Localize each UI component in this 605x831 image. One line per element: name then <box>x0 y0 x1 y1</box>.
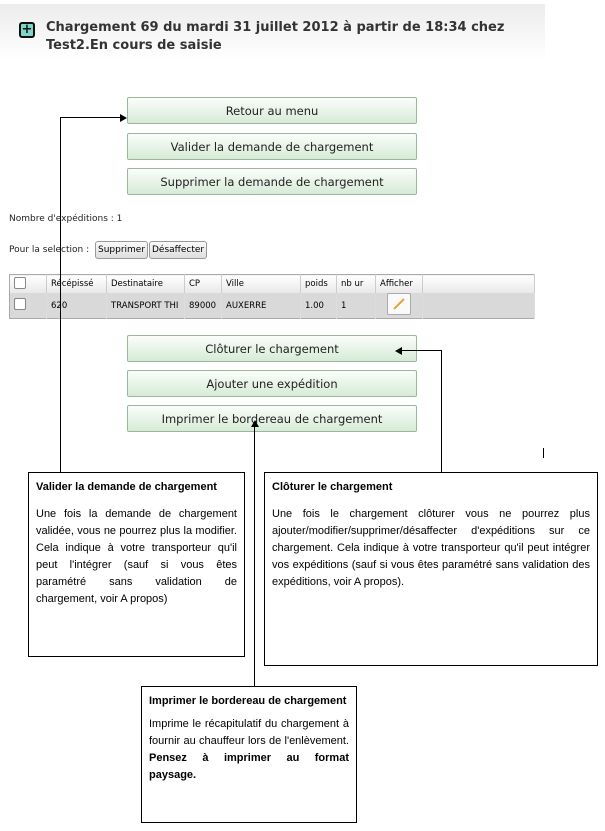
cell-ville: AUXERRE <box>221 293 301 319</box>
select-all-checkbox[interactable] <box>14 276 26 289</box>
print-slip-button[interactable]: Imprimer le bordereau de chargement <box>127 405 417 432</box>
arrow-right-icon <box>120 114 127 122</box>
callout-print: Imprimer le bordereau de chargement Impr… <box>141 686 357 823</box>
arrow-up-icon <box>251 420 259 427</box>
callout-title: Valider la demande de chargement <box>36 481 217 493</box>
expand-plus-icon[interactable]: + <box>19 22 35 38</box>
validate-request-button[interactable]: Valider la demande de chargement <box>127 133 417 160</box>
connector-line <box>402 350 442 351</box>
shipment-count: Nombre d'expéditions : 1 <box>9 214 123 224</box>
shipments-table: Récépissé Destinataire CP Ville poids nb… <box>9 274 535 319</box>
col-afficher[interactable]: Afficher <box>375 274 423 293</box>
callout-text: Une fois la demande de chargement validé… <box>36 508 237 605</box>
delete-selection-button[interactable]: Supprimer <box>95 241 149 259</box>
table-row[interactable]: 620 TRANSPORT THI 89000 AUXERRE 1.00 1 <box>9 293 535 319</box>
callout-bold-text: Pensez à imprimer au format paysage. <box>149 752 349 781</box>
page-header <box>0 4 545 60</box>
callout-title: Clôturer le chargement <box>272 481 393 493</box>
col-poids[interactable]: poids <box>300 274 337 293</box>
table-header-row: Récépissé Destinataire CP Ville poids nb… <box>9 274 535 293</box>
delete-request-button[interactable]: Supprimer la demande de chargement <box>127 168 417 195</box>
cell-recepisse: 620 <box>46 293 107 319</box>
col-cp[interactable]: CP <box>184 274 222 293</box>
callout-validate: Valider la demande de chargement Une foi… <box>28 472 245 657</box>
arrow-left-icon <box>395 347 402 355</box>
callout-text: Imprime le récapitulatif du chargement à… <box>149 718 349 747</box>
connector-line <box>441 350 442 472</box>
connector-line <box>60 117 122 118</box>
col-nb-ur[interactable]: nb ur <box>336 274 376 293</box>
callout-title: Imprimer le bordereau de chargement <box>149 695 347 707</box>
text-cursor-mark <box>543 448 544 458</box>
callout-text: Une fois le chargement clôturer vous ne … <box>272 508 590 588</box>
cell-destinataire: TRANSPORT THI <box>106 293 185 319</box>
connector-line <box>60 117 61 472</box>
selection-label: Pour la selection : <box>9 245 90 255</box>
unassign-selection-button[interactable]: Désaffecter <box>149 241 208 259</box>
back-to-menu-button[interactable]: Retour au menu <box>127 97 417 124</box>
connector-line <box>254 427 255 686</box>
col-destinataire[interactable]: Destinataire <box>106 274 185 293</box>
add-shipment-button[interactable]: Ajouter une expédition <box>127 370 417 397</box>
row-checkbox[interactable] <box>14 298 26 310</box>
cell-poids: 1.00 <box>300 293 337 319</box>
callout-close: Clôturer le chargement Une fois le charg… <box>264 472 598 666</box>
cell-cp: 89000 <box>184 293 222 319</box>
col-recepisse[interactable]: Récépissé <box>46 274 107 293</box>
page-title: Chargement 69 du mardi 31 juillet 2012 à… <box>46 20 505 53</box>
cell-nb-ur: 1 <box>336 293 376 319</box>
pencil-icon[interactable] <box>387 293 411 315</box>
col-ville[interactable]: Ville <box>221 274 301 293</box>
close-loading-button[interactable]: Clôturer le chargement <box>127 335 417 362</box>
